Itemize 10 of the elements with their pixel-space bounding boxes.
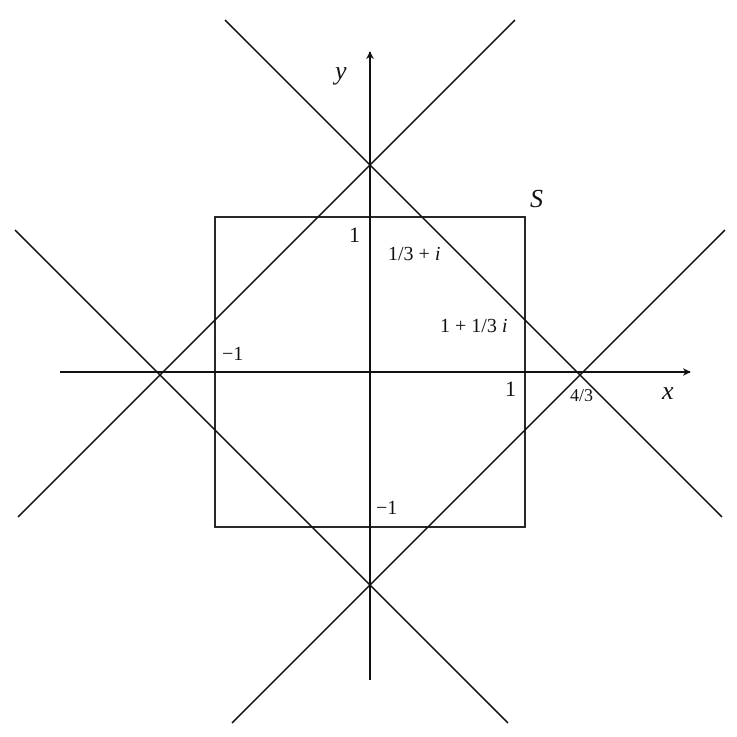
tick-label: −1 bbox=[222, 344, 244, 364]
tick-label: 4/3 bbox=[570, 386, 594, 404]
axis-label: y bbox=[335, 58, 347, 84]
region-label: S bbox=[530, 186, 543, 212]
tick-label: 1 bbox=[349, 224, 360, 246]
axis-label: x bbox=[662, 378, 674, 404]
tick-label: −1 bbox=[376, 498, 398, 518]
point-label: 1/3 + i bbox=[388, 244, 440, 264]
tick-label: 1 bbox=[505, 378, 516, 400]
point-label: 1 + 1/3 i bbox=[440, 316, 508, 336]
